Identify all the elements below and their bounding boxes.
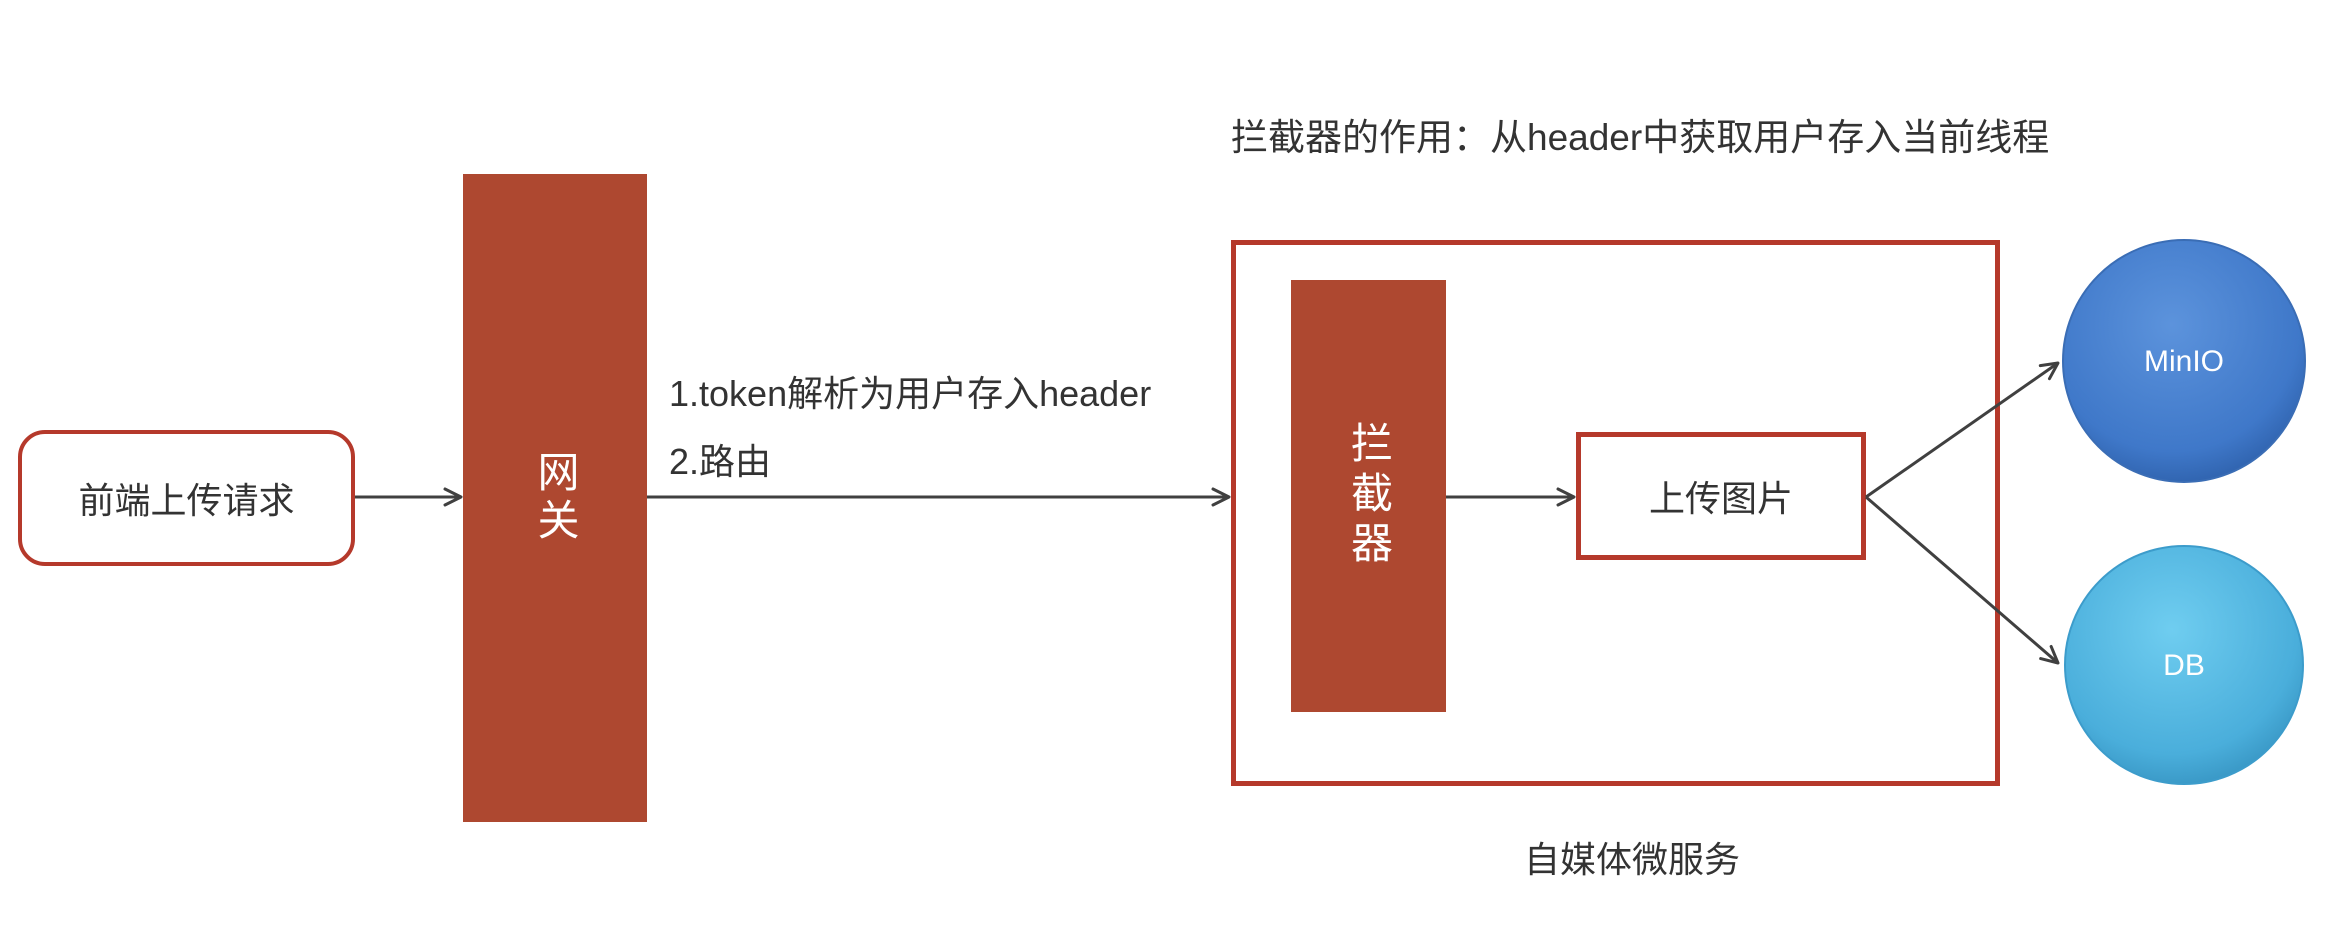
interceptor-label: 拦截器	[1345, 421, 1393, 571]
minio-label: MinIO	[2144, 345, 2224, 378]
minio-node: MinIO	[2062, 239, 2306, 483]
minio-circle	[2062, 239, 2306, 483]
db-node: DB	[2064, 545, 2304, 785]
gateway-edge-label-route: 2.路由	[669, 441, 772, 482]
gateway-edge-label-token: 1.token解析为用户存入header	[669, 373, 1152, 414]
db-label: DB	[2163, 649, 2205, 682]
frontend-upload-request-label: 前端上传请求	[78, 480, 295, 521]
frontend-upload-request-node: 前端上传请求	[18, 430, 355, 566]
self-media-service-label: 自媒体微服务	[1523, 839, 1740, 880]
gateway-label: 网关	[532, 450, 579, 546]
interceptor-note: 拦截器的作用：从header中获取用户存入当前线程	[1231, 117, 2050, 158]
upload-image-label: 上传图片	[1648, 478, 1793, 519]
interceptor-block: 拦截器	[1291, 280, 1446, 712]
db-circle	[2064, 545, 2304, 785]
gateway-block: 网关	[463, 174, 647, 822]
upload-image-node: 上传图片	[1576, 432, 1866, 560]
